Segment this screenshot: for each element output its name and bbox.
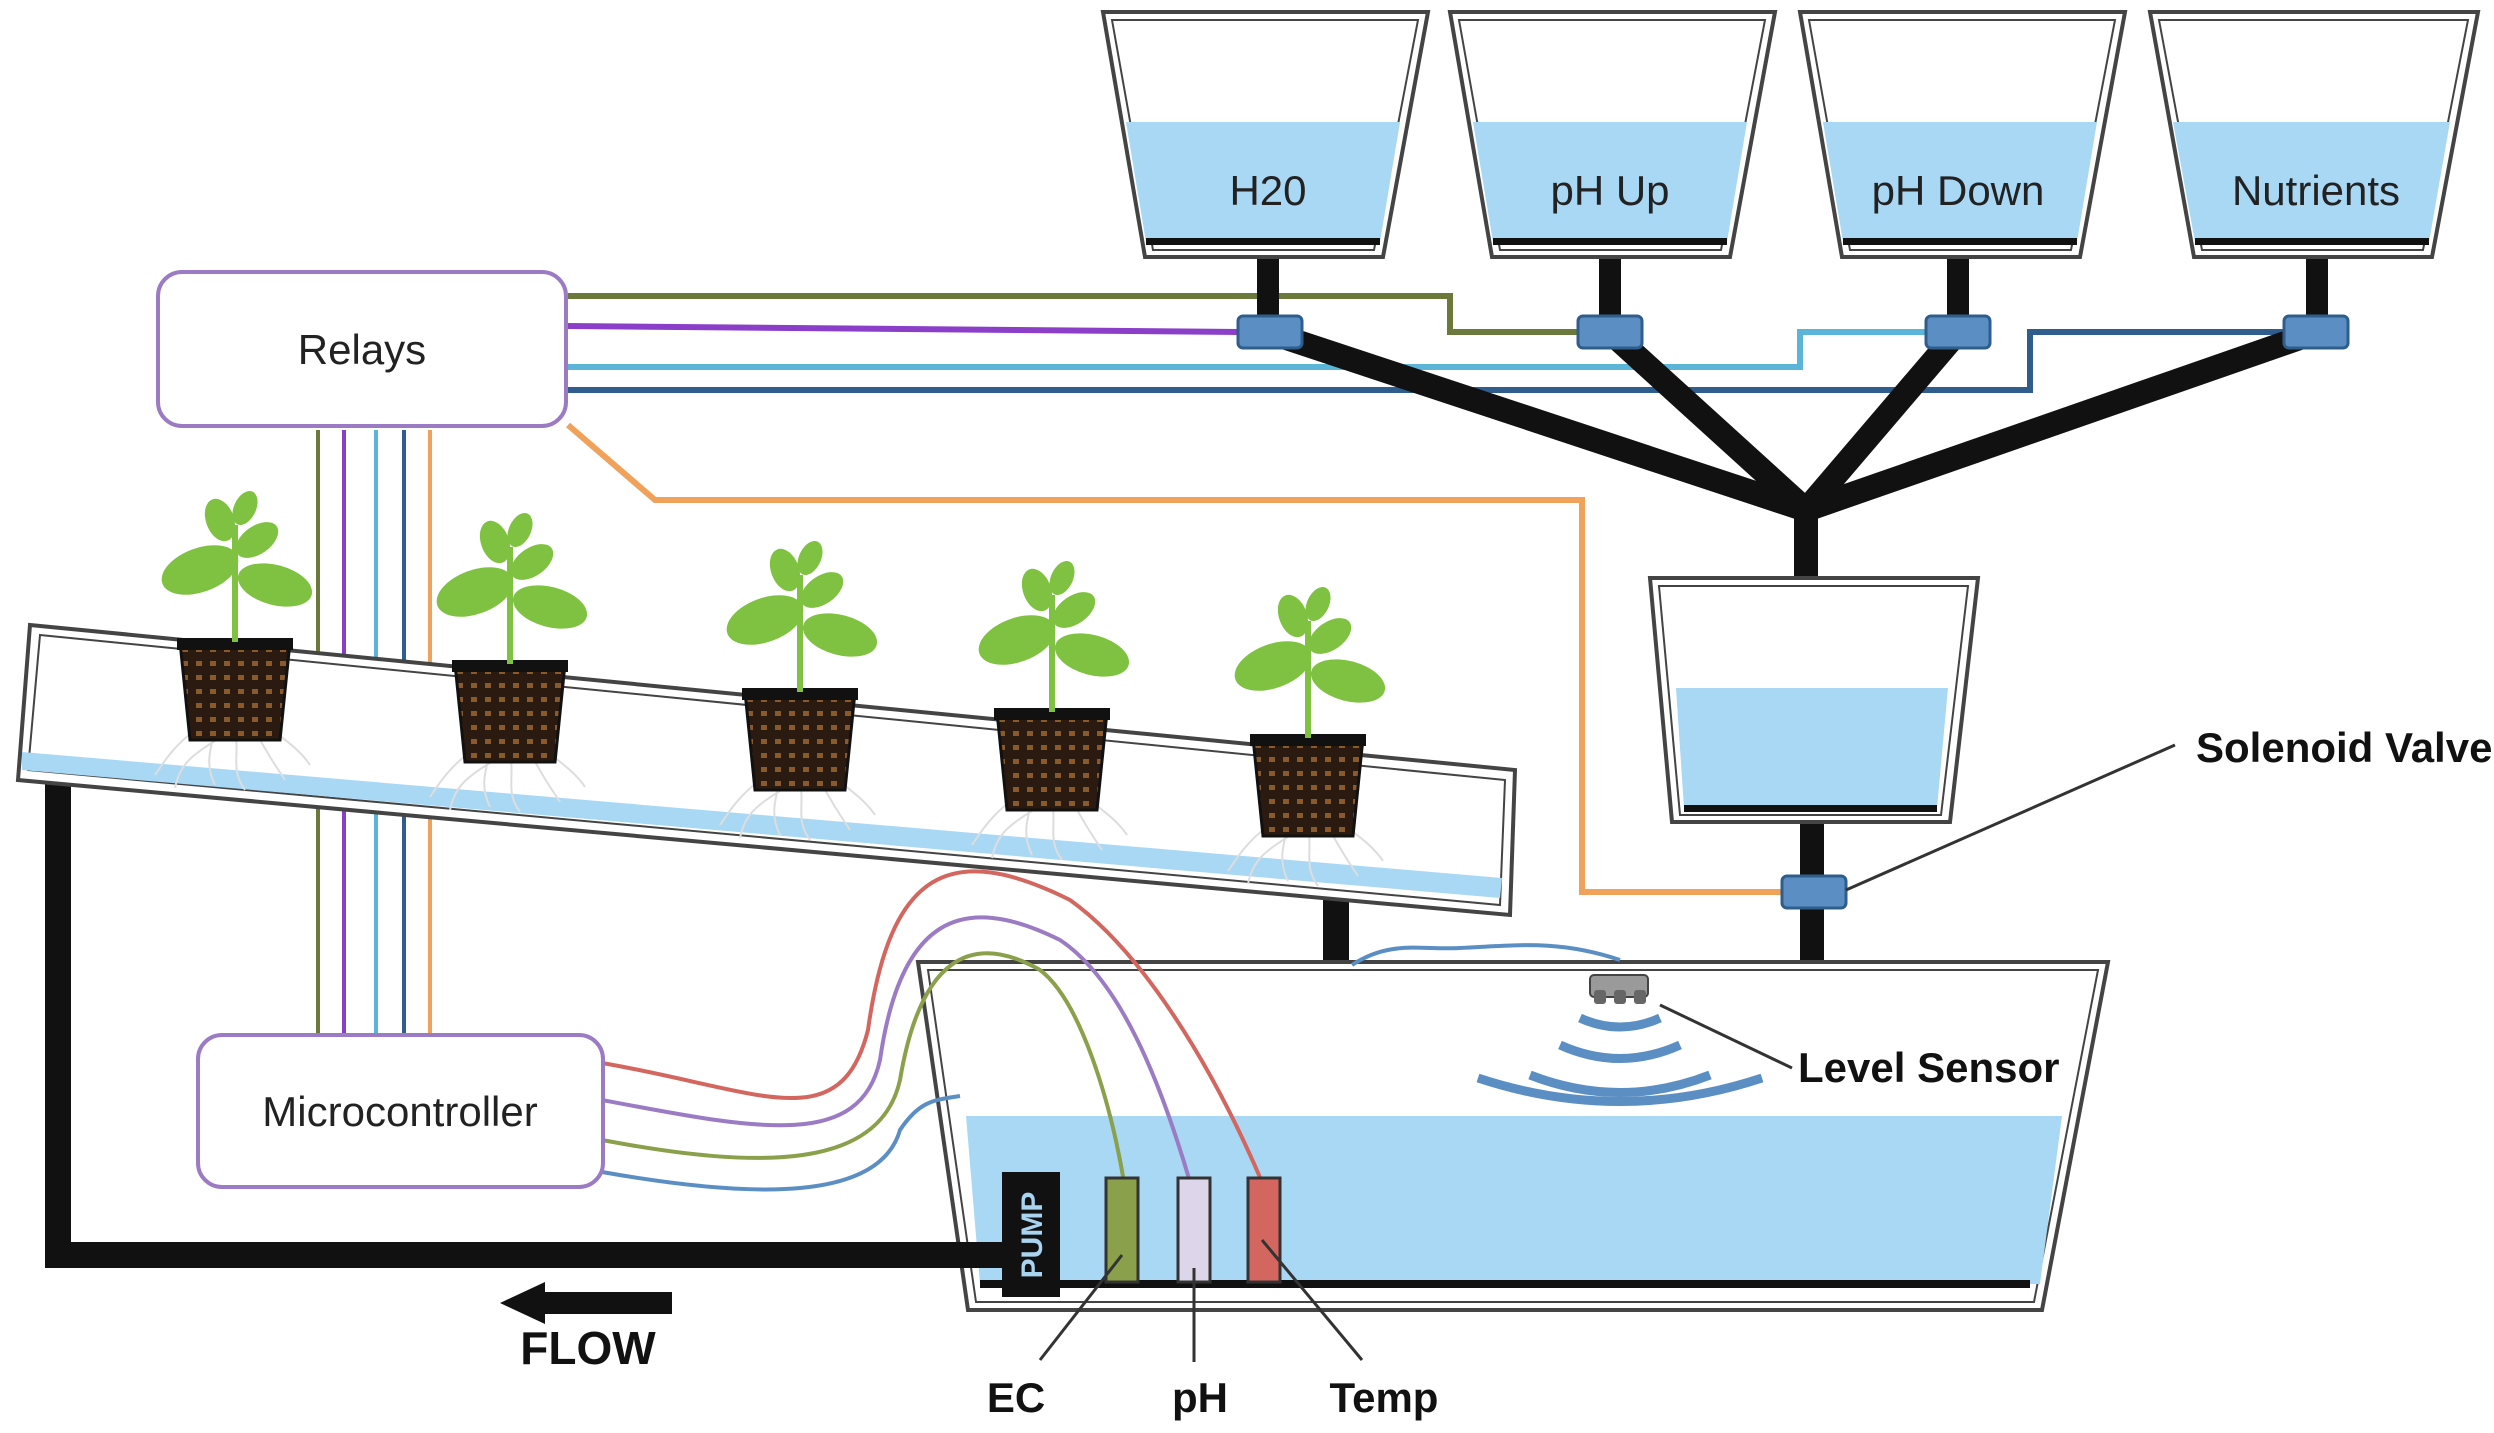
wire-level	[601, 1094, 961, 1192]
supply-tank-h2o: H20	[1100, 10, 1431, 259]
ph-probe	[1176, 1176, 1212, 1284]
solenoid-valve-label: Solenoid Valve	[2196, 724, 2492, 771]
plant-3	[719, 541, 878, 841]
tank-label-ph-down: pH Down	[1872, 167, 2045, 214]
tank-label-h2o: H20	[1229, 167, 1306, 214]
solenoid-valve	[1780, 874, 1848, 910]
wire-navy	[568, 329, 2300, 393]
probe-leaders	[1038, 1239, 1364, 1362]
temp-label: Temp	[1330, 1374, 1439, 1421]
supply-tank-ph-up: pH Up	[1447, 10, 1778, 259]
wire-ph	[601, 915, 1192, 1183]
level-sensor-leader	[1659, 1003, 1793, 1070]
tank-label-nutrients: Nutrients	[2232, 167, 2400, 214]
wire-temp	[601, 869, 1264, 1183]
wire-orange	[566, 422, 1785, 895]
ec-probe	[1104, 1176, 1140, 1284]
valve-ph-down	[1924, 314, 1992, 350]
relays-box: Relays	[156, 270, 568, 428]
mixing-tank	[1647, 576, 1981, 824]
plant-2	[429, 513, 588, 813]
ec-label: EC	[987, 1374, 1045, 1421]
flow-label: FLOW	[520, 1322, 656, 1374]
wire-purple	[567, 323, 1241, 335]
flow-arrow	[500, 1282, 672, 1324]
tank-label-ph-up: pH Up	[1550, 167, 1669, 214]
return-pipe	[45, 780, 1002, 1268]
ph-label: pH	[1172, 1374, 1228, 1421]
wire-ec	[601, 951, 1126, 1183]
plant-5	[1227, 587, 1386, 887]
supply-valves	[1236, 314, 2350, 350]
wire-olive	[568, 293, 1600, 335]
probe-wires	[601, 869, 1264, 1192]
level-sensor	[1350, 943, 1764, 1106]
sonar-wave-3	[1528, 1070, 1712, 1097]
valve-nutrients	[2282, 314, 2350, 350]
plant-4	[971, 561, 1130, 861]
sonar-wave-1	[1578, 1013, 1662, 1032]
plant-1	[154, 491, 313, 791]
temp-probe	[1246, 1176, 1282, 1284]
sonar-wave-2	[1558, 1040, 1682, 1063]
supply-tank-nutrients: Nutrients	[2147, 10, 2481, 259]
microcontroller-box: Microcontroller	[196, 1033, 605, 1189]
valve-ph-up	[1576, 314, 1644, 350]
level-sensor-label: Level Sensor	[1798, 1044, 2059, 1091]
supply-tank-ph-down: pH Down	[1797, 10, 2128, 259]
valve-h2o	[1236, 314, 1304, 350]
pump-label: PUMP	[1016, 1192, 1049, 1279]
reservoir	[915, 960, 2111, 1312]
solenoid-valve-leader	[1845, 743, 2176, 892]
pump	[1002, 1172, 1060, 1297]
microcontroller-label: Microcontroller	[262, 1088, 537, 1135]
relays-label: Relays	[298, 326, 426, 373]
wire-cyan	[568, 329, 1940, 370]
